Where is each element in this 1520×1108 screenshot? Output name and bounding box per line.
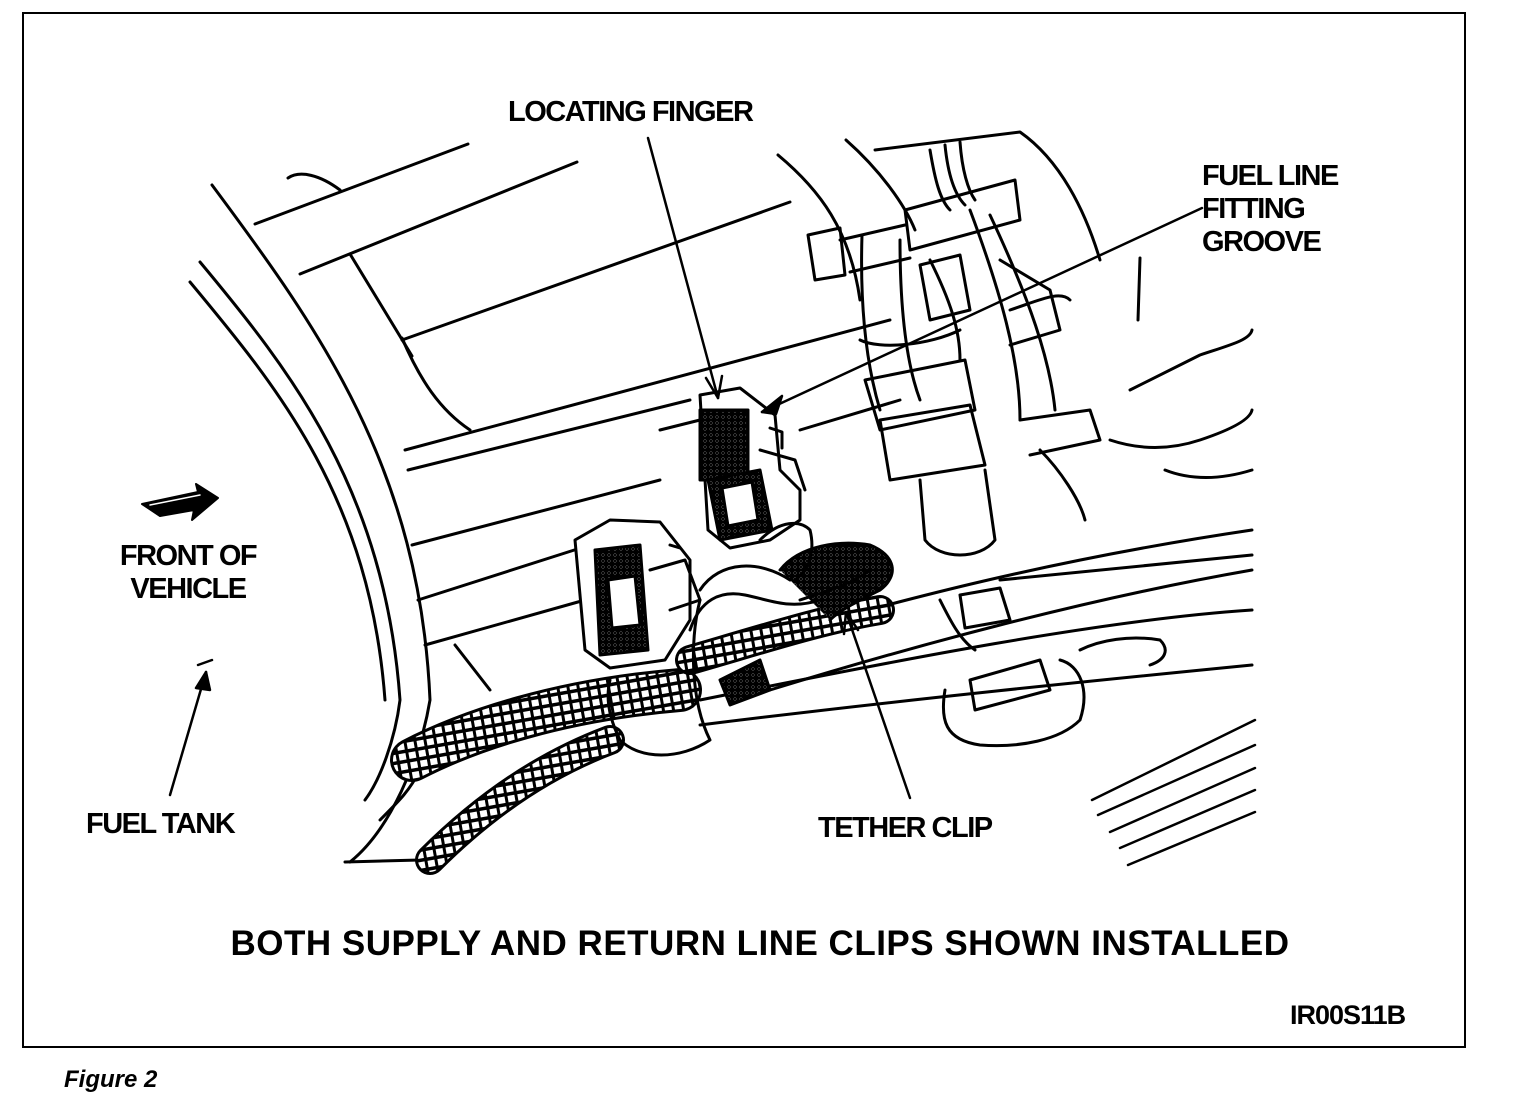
upper-clip [698,386,807,550]
label-front-of-vehicle-line-1: FRONT OF [119,540,258,572]
label-fuel-tank: FUEL TANK [86,808,236,840]
horizontal-fuel-lines [698,528,1254,727]
label-front-of-vehicle: FRONT OF VEHICLE [96,540,280,606]
label-tether-clip: TETHER CLIP [818,812,993,844]
label-fuel-line-fitting-groove: FUEL LINE FITTING GROOVE [1202,160,1339,259]
drawing-code: IR00S11B [1290,1000,1406,1030]
label-fuel-line-line-3: GROOVE [1202,226,1322,258]
figure-label: Figure 2 [64,1066,158,1093]
leader-arrows [168,136,1204,800]
label-fuel-line-line-1: FUEL LINE [1202,160,1339,192]
fuel-tank-outline [188,183,432,864]
lower-fitting [938,586,1086,748]
lower-clip [573,518,702,670]
vertical-fittings [806,140,1102,557]
braided-hose [390,595,895,875]
label-locating-finger: LOCATING FINGER [508,96,754,128]
label-fuel-line-line-2: FITTING [1202,193,1306,225]
lower-right-hatching [1090,718,1257,867]
diagram-caption: BOTH SUPPLY AND RETURN LINE CLIPS SHOWN … [230,924,1290,963]
front-arrow-icon [141,483,219,521]
frame-rails [253,142,902,692]
tether-clip-shape [606,521,894,757]
label-front-of-vehicle-line-2: VEHICLE [130,573,247,605]
housing-lines [776,130,1254,479]
diagram-frame [22,12,1466,1048]
